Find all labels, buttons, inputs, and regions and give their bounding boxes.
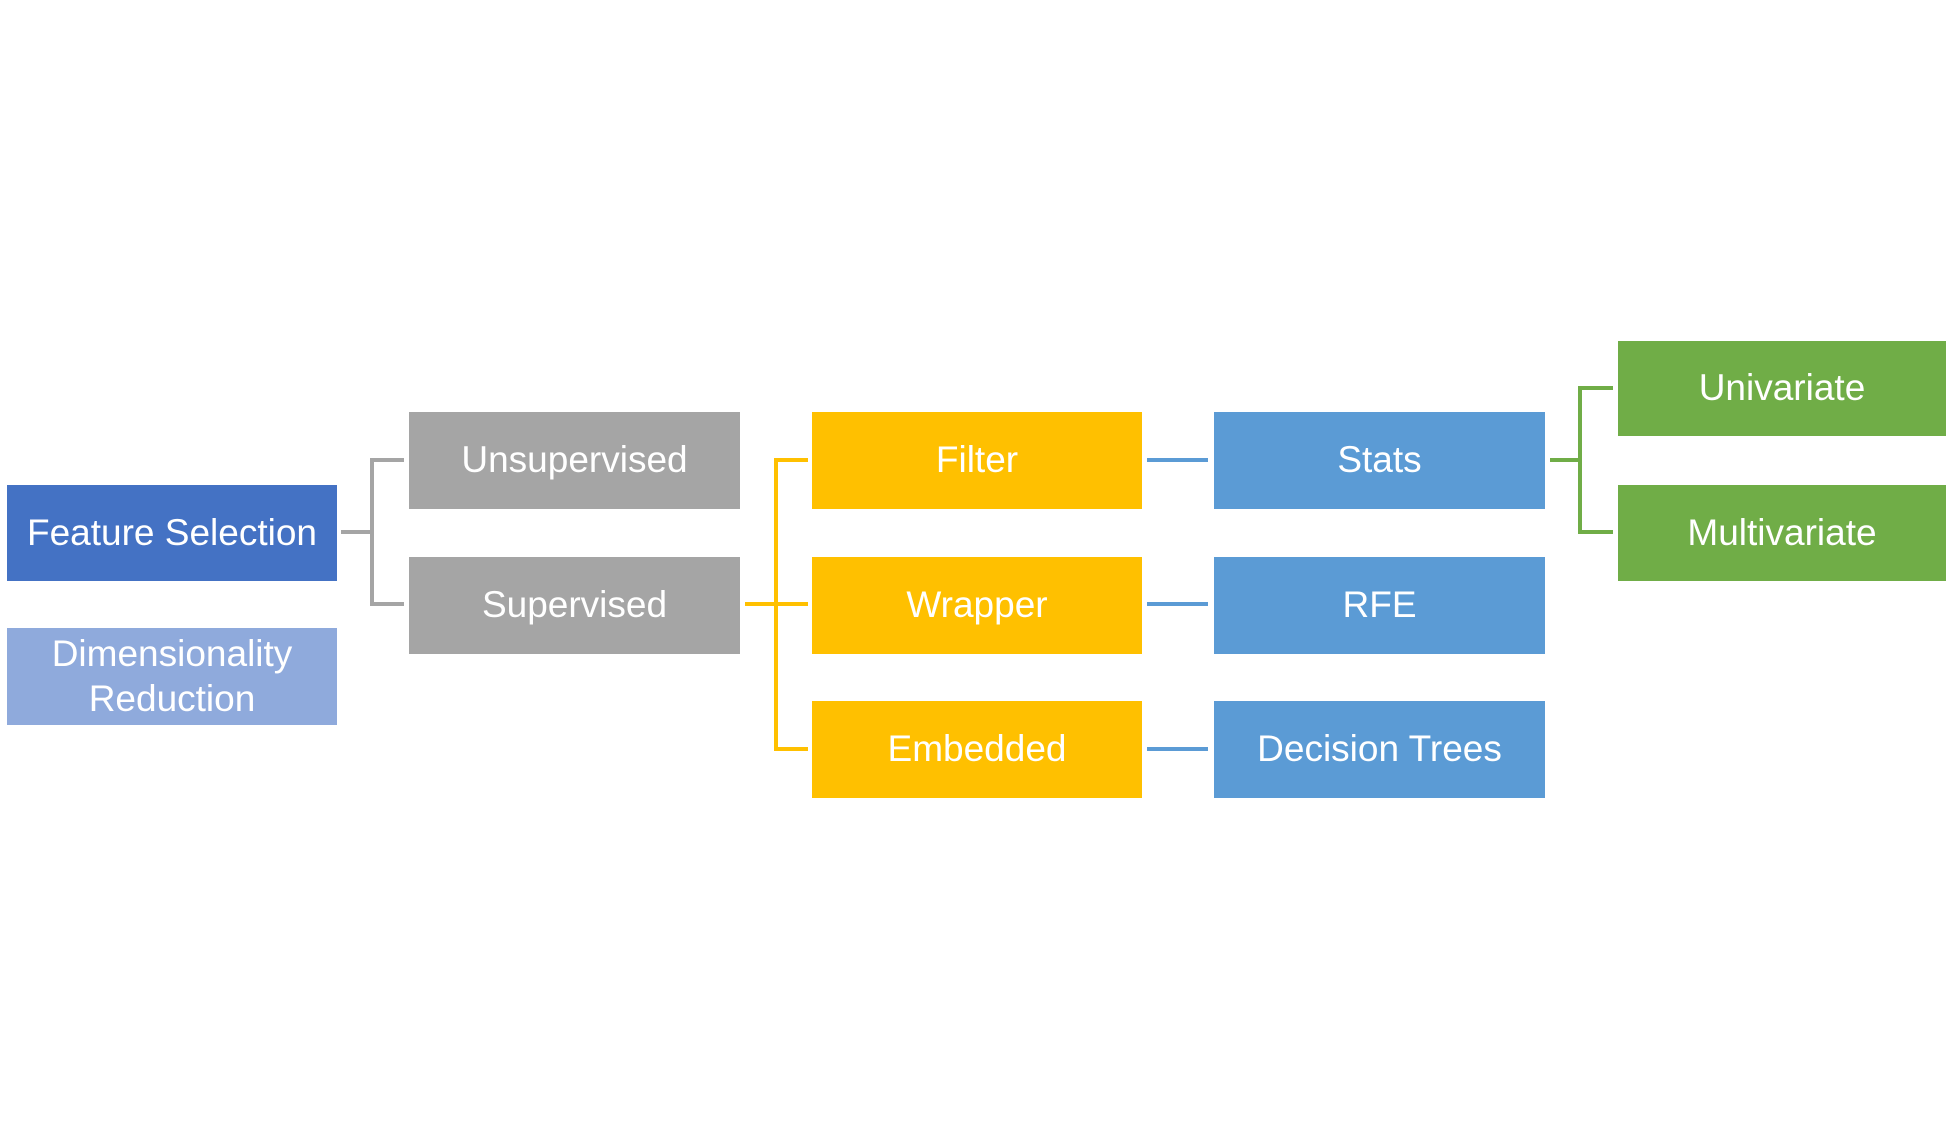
node-wrapper: Wrapper: [812, 557, 1142, 654]
node-multivariate: Multivariate: [1618, 485, 1946, 581]
node-label: Embedded: [887, 728, 1067, 770]
node-label: Stats: [1337, 439, 1422, 481]
connector-bracket: [370, 458, 404, 606]
node-label: Supervised: [481, 584, 668, 626]
connector-bracket: [774, 458, 808, 751]
node-filter: Filter: [812, 412, 1142, 509]
connector-stats: [1550, 386, 1613, 534]
node-label: Dimensionality Reduction: [51, 633, 293, 719]
node-label: Multivariate: [1687, 511, 1877, 553]
connector-feature-selection: [341, 458, 404, 606]
connector-bracket: [1578, 386, 1613, 534]
node-stats: Stats: [1214, 412, 1545, 509]
node-univariate: Univariate: [1618, 341, 1946, 436]
node-feature-selection: Feature Selection: [7, 485, 337, 581]
node-label: Unsupervised: [461, 439, 688, 481]
node-supervised: Supervised: [409, 557, 740, 654]
node-label: Feature Selection: [26, 511, 317, 553]
node-dimensionality-reduction: Dimensionality Reduction: [7, 628, 337, 725]
node-decision-trees: Decision Trees: [1214, 701, 1545, 798]
node-embedded: Embedded: [812, 701, 1142, 798]
node-label: Wrapper: [906, 584, 1048, 626]
node-label: Filter: [935, 439, 1019, 481]
node-rfe: RFE: [1214, 557, 1545, 654]
connector-methods: [1147, 458, 1208, 751]
node-label: Decision Trees: [1257, 728, 1502, 770]
connector-supervised: [745, 458, 808, 751]
node-label: RFE: [1342, 584, 1417, 626]
node-unsupervised: Unsupervised: [409, 412, 740, 509]
node-label: Univariate: [1698, 367, 1866, 409]
